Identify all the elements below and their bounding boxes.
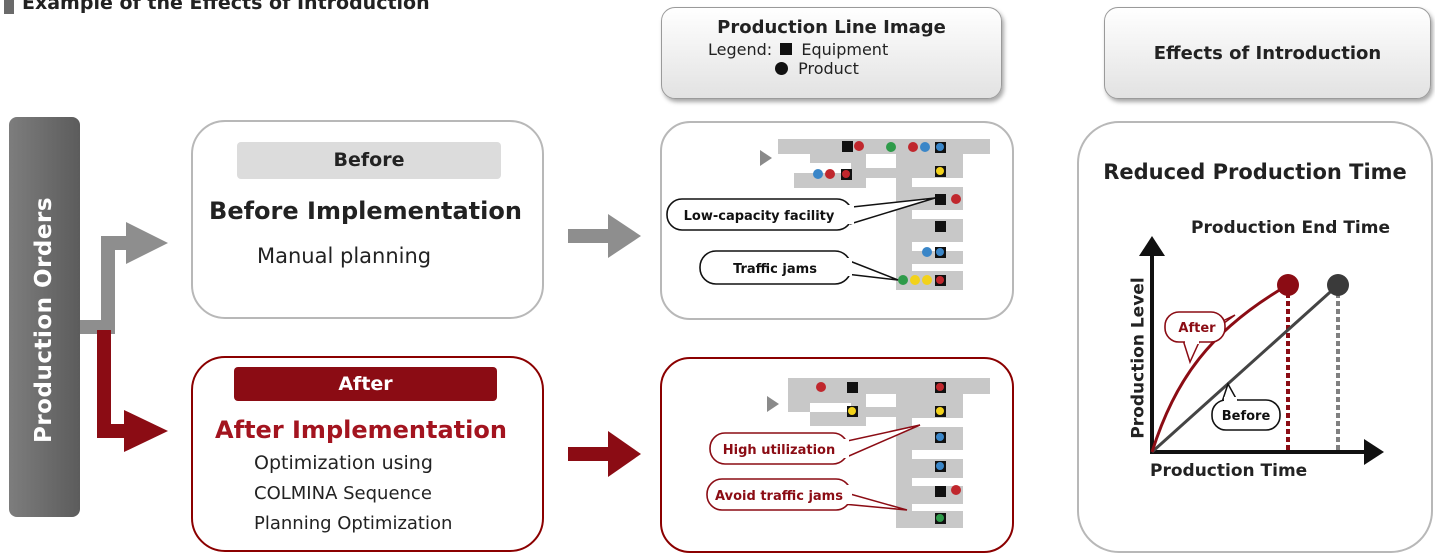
legend-product-label: Product bbox=[798, 59, 859, 78]
after-entry-arrow-icon bbox=[767, 396, 779, 412]
callout-traffic-jams: Traffic jams bbox=[699, 250, 899, 285]
before-flow-arrow bbox=[80, 236, 128, 334]
before-mid-arrowhead bbox=[608, 214, 641, 258]
callout-traffic-jams-label: Traffic jams bbox=[733, 262, 817, 277]
effects-header: Effects of Introduction bbox=[1104, 7, 1431, 99]
production-orders-bar bbox=[9, 117, 80, 517]
after-branch bbox=[866, 407, 896, 417]
effects-header-title: Effects of Introduction bbox=[1153, 42, 1382, 64]
before-series-line bbox=[1150, 283, 1340, 454]
before-flow-arrowhead bbox=[126, 222, 168, 264]
title-marker bbox=[4, 0, 14, 14]
callout-high-utilization: High utilization bbox=[709, 424, 921, 465]
after-description-line-1: Optimization using bbox=[254, 452, 433, 474]
before-bubble-label: Before bbox=[1222, 409, 1271, 424]
legend-equipment-row: Legend: Equipment bbox=[708, 40, 1001, 59]
legend-product-row: Product bbox=[775, 59, 1001, 78]
before-heading: Before Implementation bbox=[209, 197, 522, 225]
after-conveyor bbox=[767, 378, 990, 528]
after-end-point bbox=[1277, 274, 1299, 296]
before-bubble: Before bbox=[1211, 382, 1281, 431]
before-conveyor bbox=[760, 139, 990, 290]
after-heading: After Implementation bbox=[215, 416, 507, 444]
before-end-point bbox=[1327, 274, 1349, 296]
end-time-label: Production End Time bbox=[1191, 218, 1390, 238]
legend-label: Legend: bbox=[708, 40, 773, 59]
after-mid-arrowhead bbox=[608, 431, 641, 477]
callout-high-utilization-label: High utilization bbox=[723, 443, 835, 458]
before-mid-arrow-shaft bbox=[568, 229, 610, 243]
circle-icon bbox=[775, 62, 788, 75]
before-entry-arrow-icon bbox=[760, 150, 772, 166]
after-mid-arrow-shaft bbox=[568, 447, 610, 461]
x-axis-label: Production Time bbox=[1150, 461, 1308, 481]
effects-result-title: Reduced Production Time bbox=[1103, 160, 1407, 184]
after-description-line-2: COLMINA Sequence bbox=[254, 483, 432, 504]
effects-panel bbox=[1077, 121, 1433, 553]
before-description: Manual planning bbox=[257, 244, 432, 268]
after-tag: After bbox=[234, 367, 497, 401]
square-icon bbox=[780, 43, 793, 55]
before-tag: Before bbox=[237, 142, 501, 179]
after-rungs bbox=[912, 418, 963, 511]
after-bubble: After bbox=[1164, 311, 1236, 365]
callout-low-capacity: Low-capacity facility bbox=[666, 197, 936, 231]
legend-equipment-label: Equipment bbox=[801, 40, 889, 59]
after-series-line bbox=[1150, 283, 1289, 453]
after-description-line-3: Planning Optimization bbox=[254, 513, 453, 534]
line-image-header: Production Line Image Legend: Equipment … bbox=[661, 7, 1002, 99]
before-rungs bbox=[912, 178, 963, 271]
after-flow-arrowhead bbox=[124, 410, 168, 452]
x-axis-arrowhead bbox=[1364, 439, 1384, 465]
callout-low-capacity-label: Low-capacity facility bbox=[684, 209, 835, 224]
line-image-title: Production Line Image bbox=[717, 17, 946, 38]
after-bubble-label: After bbox=[1178, 321, 1216, 336]
page-title: Example of the Effects of Introduction bbox=[22, 0, 430, 14]
after-flow-arrow bbox=[97, 330, 128, 438]
before-branch bbox=[866, 168, 896, 178]
callout-avoid-traffic-jams-label: Avoid traffic jams bbox=[715, 489, 843, 504]
y-axis-arrowhead bbox=[1139, 236, 1165, 256]
callout-avoid-traffic-jams: Avoid traffic jams bbox=[706, 478, 908, 511]
